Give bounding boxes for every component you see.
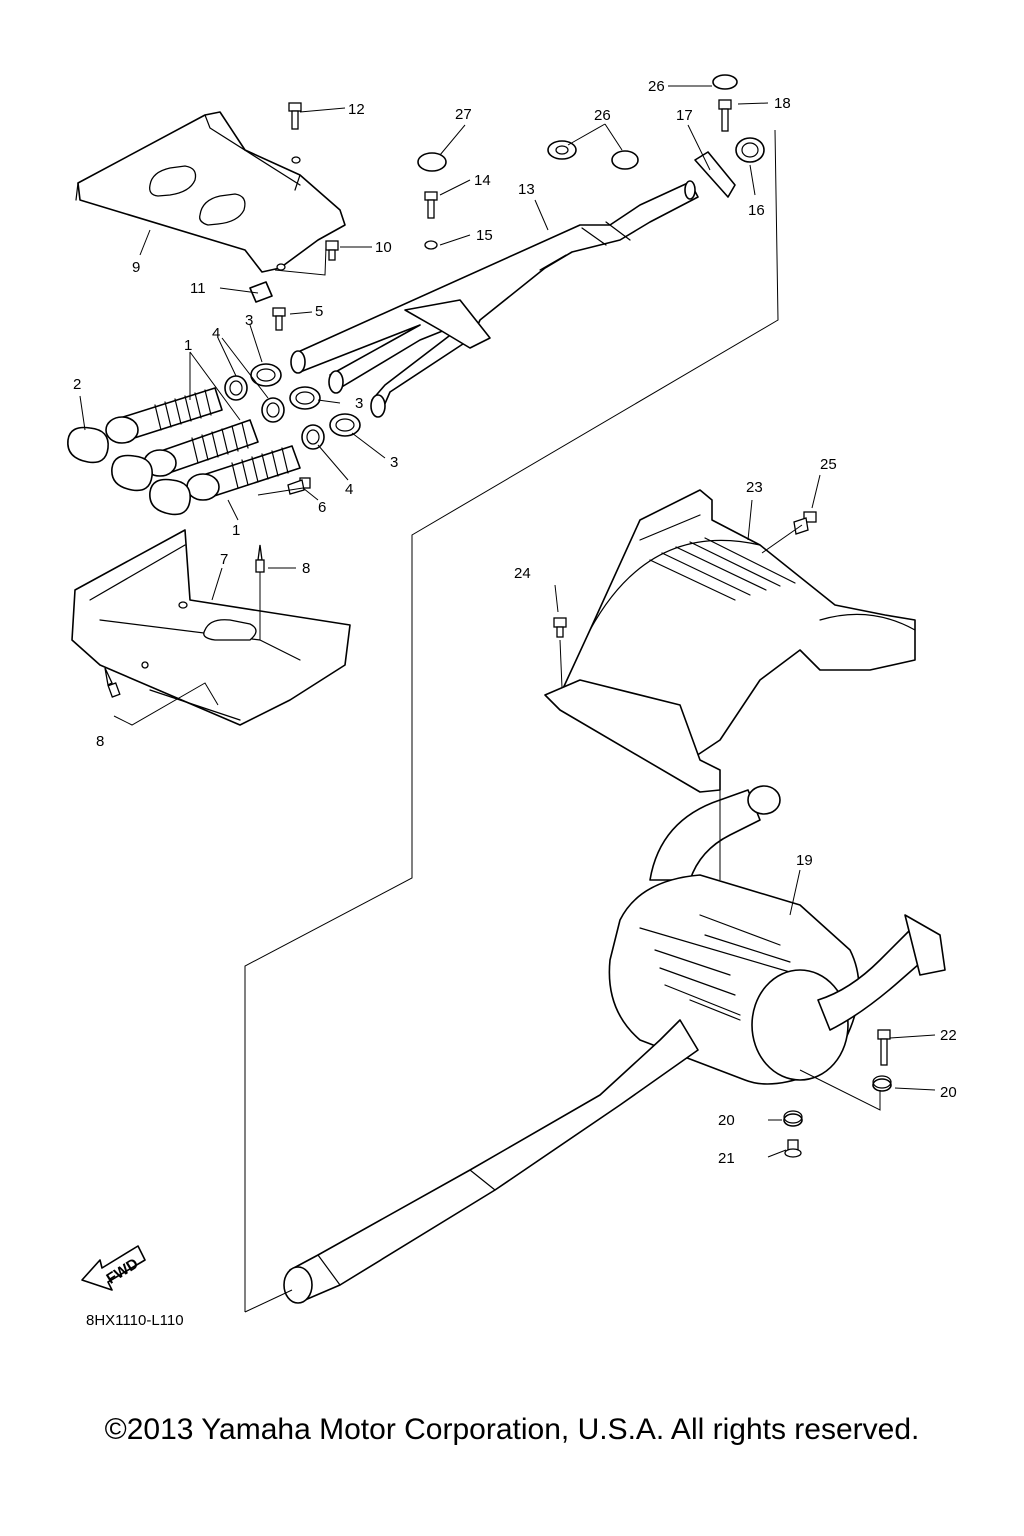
bolt-5[interactable] <box>272 307 286 331</box>
callout-15: 15 <box>476 227 493 244</box>
front-exhaust-pipe[interactable] <box>290 180 699 418</box>
callout-17: 17 <box>676 107 693 124</box>
bolt-12[interactable] <box>288 102 302 130</box>
callout-3: 3 <box>390 454 398 471</box>
gasket-4a[interactable] <box>224 375 248 401</box>
muffler[interactable] <box>283 785 946 1304</box>
damper-20b[interactable] <box>783 1110 803 1127</box>
diagram-code: 8HX1110-L110 <box>86 1312 184 1329</box>
bolt-6[interactable] <box>287 477 311 495</box>
forward-direction-arrow: FWD <box>81 1245 146 1291</box>
gasket-2[interactable] <box>67 426 191 516</box>
clamp-3b[interactable] <box>289 386 321 410</box>
callout-7: 7 <box>220 551 228 568</box>
callout-14: 14 <box>474 172 491 189</box>
callout-18: 18 <box>774 95 791 112</box>
bolt-24[interactable] <box>553 617 567 638</box>
pin-8b[interactable] <box>104 667 121 698</box>
callout-25: 25 <box>820 456 837 473</box>
callout-20: 20 <box>940 1084 957 1101</box>
leader-lines <box>79 85 936 1158</box>
cap-26-top[interactable] <box>712 74 738 90</box>
callout-2: 2 <box>73 376 81 393</box>
callout-3: 3 <box>245 312 253 329</box>
bracket-17[interactable] <box>694 151 736 198</box>
callout-26: 26 <box>594 107 611 124</box>
callout-5: 5 <box>315 303 323 320</box>
callout-3: 3 <box>355 395 363 412</box>
callout-22: 22 <box>940 1027 957 1044</box>
cap-27[interactable] <box>417 152 447 172</box>
collar-21[interactable] <box>784 1139 802 1158</box>
bracket-11[interactable] <box>249 281 273 303</box>
bolt-25[interactable] <box>793 511 817 535</box>
callout-16: 16 <box>748 202 765 219</box>
callout-6: 6 <box>318 499 326 516</box>
callout-13: 13 <box>518 181 535 198</box>
flex-pipe-1b[interactable] <box>143 419 259 477</box>
callout-23: 23 <box>746 479 763 496</box>
gasket-4b[interactable] <box>261 397 285 423</box>
bolt-14[interactable] <box>424 191 438 219</box>
copyright-notice: ©2013 Yamaha Motor Corporation, U.S.A. A… <box>104 1413 920 1446</box>
grommet-26[interactable] <box>547 140 577 160</box>
bolt-10[interactable] <box>325 240 339 261</box>
callout-1: 1 <box>232 522 240 539</box>
callout-24: 24 <box>514 565 531 582</box>
washer-15[interactable] <box>424 240 438 250</box>
callout-26: 26 <box>648 78 665 95</box>
ring-16[interactable] <box>735 137 765 163</box>
lower-heat-shield[interactable] <box>71 529 351 726</box>
muffler-heat-shield[interactable] <box>544 489 916 793</box>
callout-8: 8 <box>96 733 104 750</box>
callout-1: 1 <box>184 337 192 354</box>
gasket-4c[interactable] <box>301 424 325 450</box>
pin-8a[interactable] <box>255 544 265 573</box>
callout-4: 4 <box>345 481 353 498</box>
upper-heat-shield[interactable] <box>75 111 346 273</box>
bolt-18[interactable] <box>718 99 732 132</box>
callout-9: 9 <box>132 259 140 276</box>
callout-12: 12 <box>348 101 365 118</box>
callout-labels: 1 1 2 3 3 3 4 4 5 6 7 8 8 9 10 11 12 13 … <box>73 78 957 1167</box>
bolt-22[interactable] <box>877 1029 891 1066</box>
callout-20: 20 <box>718 1112 735 1129</box>
callout-21: 21 <box>718 1150 735 1167</box>
flex-pipe-1a[interactable] <box>105 387 223 444</box>
damper-20a[interactable] <box>872 1075 892 1092</box>
callout-11: 11 <box>190 280 206 297</box>
callout-10: 10 <box>375 239 392 256</box>
assembly-boundary <box>244 129 779 1312</box>
callout-27: 27 <box>455 106 472 123</box>
callout-19: 19 <box>796 852 813 869</box>
clamp-3a[interactable] <box>250 363 282 387</box>
callout-8: 8 <box>302 560 310 577</box>
cap-26[interactable] <box>611 150 639 170</box>
clamp-3c[interactable] <box>329 413 361 437</box>
callout-4: 4 <box>212 325 220 342</box>
